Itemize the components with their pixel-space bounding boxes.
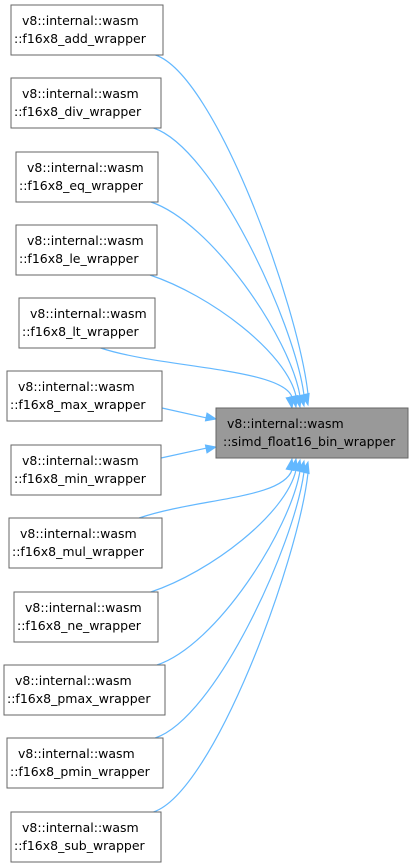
caller-node-box[interactable] [10,77,162,129]
caller-node-box[interactable] [6,370,163,422]
caller-node[interactable]: v8::internal::wasm::f16x8_add_wrapper [10,4,164,56]
caller-node-label-line2: ::f16x8_sub_wrapper [14,838,146,853]
target-node[interactable]: v8::internal::wasm ::simd_float16_bin_wr… [215,407,409,459]
caller-node-box[interactable] [10,444,162,496]
call-edge [138,469,293,519]
call-edge [155,54,309,395]
caller-node[interactable]: v8::internal::wasm::f16x8_ne_wrapper [13,591,159,643]
caller-node-label-line1: v8::internal::wasm [25,600,142,615]
target-node-box[interactable] [215,407,409,459]
call-edge [150,201,301,397]
call-edge [161,407,207,419]
caller-node-label-line2: ::f16x8_lt_wrapper [22,324,140,339]
caller-node[interactable]: v8::internal::wasm::f16x8_eq_wrapper [15,151,159,203]
caller-node-label-line1: v8::internal::wasm [22,453,139,468]
call-edge [155,471,305,739]
call-edge [153,127,305,396]
caller-node-label-line1: v8::internal::wasm [20,526,137,541]
caller-node-label-line1: v8::internal::wasm [30,306,147,321]
caller-node-box[interactable] [18,297,156,349]
target-node-label-line1: v8::internal::wasm [227,416,344,431]
caller-node-label-line2: ::f16x8_eq_wrapper [19,178,144,193]
caller-node-box[interactable] [15,151,159,203]
caller-node-box[interactable] [8,517,163,569]
caller-node-label-line1: v8::internal::wasm [27,233,144,248]
caller-node-box[interactable] [15,224,158,276]
caller-node-label-line2: ::f16x8_ne_wrapper [17,618,142,633]
call-edge [156,470,301,666]
caller-node-label-line2: ::f16x8_pmax_wrapper [7,691,151,706]
caller-node-label-line2: ::f16x8_pmin_wrapper [10,764,151,779]
caller-node-label-line1: v8::internal::wasm [15,673,132,688]
caller-node-box[interactable] [10,811,162,863]
target-node-label-line2: ::simd_float16_bin_wrapper [223,434,396,449]
caller-node-box[interactable] [10,4,164,56]
caller-node[interactable]: v8::internal::wasm::f16x8_lt_wrapper [18,297,156,349]
caller-node-label-line2: ::f16x8_add_wrapper [14,31,147,46]
call-edge-arrowhead [204,444,218,454]
caller-node-label-line1: v8::internal::wasm [27,160,144,175]
caller-nodes: v8::internal::wasm::f16x8_add_wrapperv8:… [3,4,166,863]
caller-node-label-line1: v8::internal::wasm [22,820,139,835]
caller-node-label-line1: v8::internal::wasm [22,86,139,101]
caller-node-label-line2: ::f16x8_le_wrapper [19,251,139,266]
caller-node-label-line2: ::f16x8_div_wrapper [14,104,142,119]
caller-node[interactable]: v8::internal::wasm::f16x8_le_wrapper [15,224,158,276]
caller-node[interactable]: v8::internal::wasm::f16x8_min_wrapper [10,444,162,496]
call-edge-arrowhead [285,395,295,410]
caller-node[interactable]: v8::internal::wasm::f16x8_sub_wrapper [10,811,162,863]
call-edge [100,347,293,398]
call-edge-arrowhead [300,460,310,475]
caller-node-label-line2: ::f16x8_max_wrapper [10,397,146,412]
caller-node-label-line2: ::f16x8_min_wrapper [14,471,147,486]
call-edge [160,447,207,459]
call-edge [153,472,309,813]
call-edges [100,54,310,813]
caller-node[interactable]: v8::internal::wasm::f16x8_pmax_wrapper [3,664,166,716]
caller-node-label-line1: v8::internal::wasm [18,746,135,761]
call-edge [149,274,297,397]
caller-node-box[interactable] [13,591,159,643]
caller-node[interactable]: v8::internal::wasm::f16x8_mul_wrapper [8,517,163,569]
caller-node[interactable]: v8::internal::wasm::f16x8_max_wrapper [6,370,163,422]
caller-node-box[interactable] [6,737,164,789]
call-edge-arrowhead [204,412,218,422]
caller-node-box[interactable] [3,664,166,716]
call-edge [150,469,297,593]
caller-node-label-line1: v8::internal::wasm [18,379,135,394]
caller-node[interactable]: v8::internal::wasm::f16x8_pmin_wrapper [6,737,164,789]
caller-node-label-line1: v8::internal::wasm [22,13,139,28]
caller-node[interactable]: v8::internal::wasm::f16x8_div_wrapper [10,77,162,129]
caller-node-label-line2: ::f16x8_mul_wrapper [12,544,145,559]
